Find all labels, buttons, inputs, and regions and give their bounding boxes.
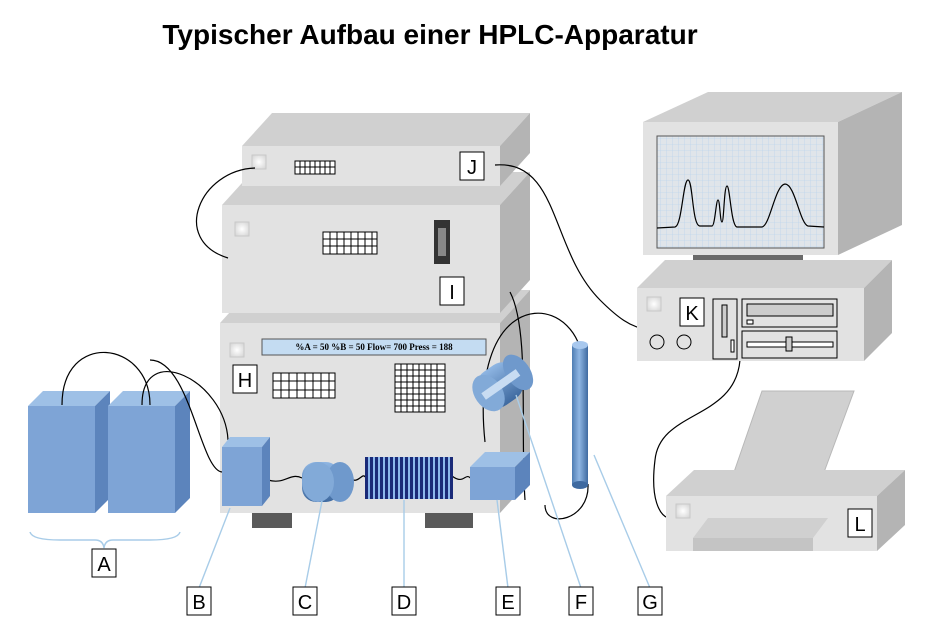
oven-module — [222, 172, 530, 313]
svg-text:A: A — [97, 554, 111, 576]
detector-module — [242, 113, 530, 186]
pump-display-text: %A = 50 %B = 50 Flow= 700 Press = 188 — [295, 342, 453, 352]
label-i: I — [439, 276, 465, 306]
filter-unit — [365, 457, 453, 499]
label-h: H — [232, 364, 258, 394]
label-a: A — [91, 548, 117, 578]
label-b: B — [186, 586, 212, 616]
svg-text:I: I — [449, 282, 455, 304]
reservoir-brace — [29, 531, 181, 549]
pump-head — [302, 462, 354, 502]
svg-text:K: K — [685, 303, 699, 325]
label-l: L — [847, 508, 873, 538]
label-f: F — [568, 586, 594, 616]
label-k: K — [679, 297, 705, 327]
svg-text:F: F — [575, 592, 587, 614]
svg-text:J: J — [467, 157, 477, 179]
label-pointers — [198, 394, 651, 589]
svg-text:G: G — [642, 592, 658, 614]
svg-text:D: D — [397, 592, 411, 614]
sample-loop — [472, 354, 534, 412]
svg-text:H: H — [238, 370, 252, 392]
monitor — [643, 92, 902, 275]
hplc-column — [572, 341, 588, 489]
svg-text:L: L — [854, 514, 865, 536]
printer — [666, 390, 905, 551]
svg-text:C: C — [298, 592, 312, 614]
diagram-title: Typischer Aufbau einer HPLC-Apparatur — [162, 19, 697, 50]
svg-text:B: B — [192, 592, 205, 614]
svg-text:E: E — [501, 592, 514, 614]
label-d: D — [391, 586, 417, 616]
solvent-reservoirs — [28, 391, 190, 513]
injection-valve — [470, 452, 530, 500]
label-e: E — [495, 586, 521, 616]
label-c: C — [292, 586, 318, 616]
label-g: G — [637, 586, 663, 616]
computer-unit — [637, 260, 892, 361]
mixer — [222, 437, 270, 506]
label-j: J — [459, 151, 485, 181]
